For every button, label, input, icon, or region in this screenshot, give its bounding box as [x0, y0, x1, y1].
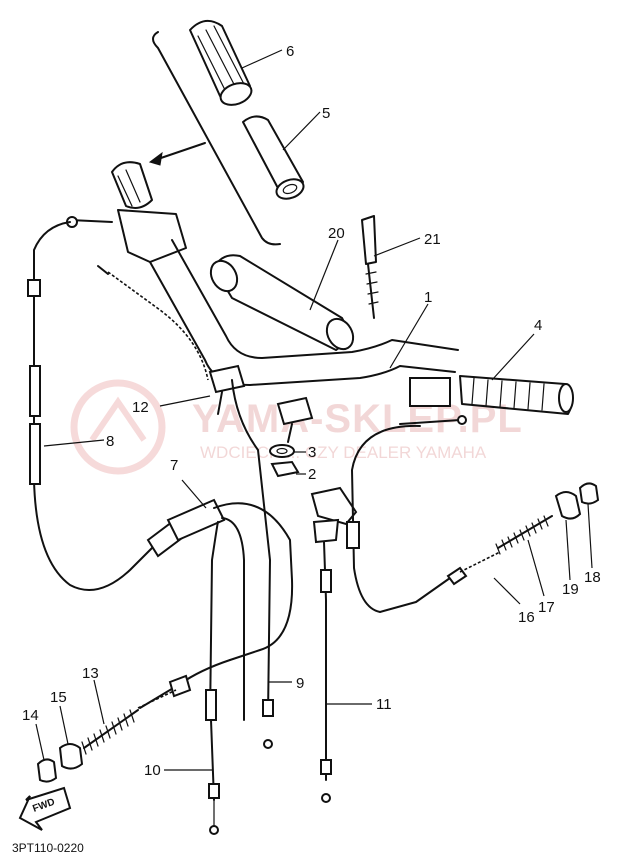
reference-code: 3PT110-0220: [12, 841, 84, 855]
part-label-11: 11: [376, 696, 392, 713]
detail-callout-arrowhead: [148, 151, 163, 166]
cable-12: [97, 265, 209, 381]
grip-6: [189, 19, 253, 106]
part-label-16: 16: [518, 609, 535, 626]
part-label-9: 9: [296, 675, 304, 692]
part-label-3: 3: [308, 444, 316, 461]
part-label-5: 5: [322, 105, 330, 122]
watermark: YAMA-SKLEP.PL WDCIECH ... CZY DEALER YAM…: [70, 379, 522, 475]
holder-upper: [208, 364, 314, 443]
leader-lines: [35, 49, 593, 771]
fwd-arrow-icon: FWD: [18, 786, 72, 831]
part-label-7: 7: [170, 457, 178, 474]
detail-callout-arrow: [154, 142, 206, 161]
cable-11: [310, 486, 358, 803]
part-label-12: 12: [132, 399, 149, 416]
part-label-6: 6: [286, 43, 294, 60]
part-label-14: 14: [22, 707, 39, 724]
watermark-logo-ring: [70, 379, 166, 475]
part-label-20: 20: [328, 225, 345, 242]
part-label-21: 21: [424, 231, 441, 248]
cable-13: [81, 659, 231, 755]
cap-19: [554, 491, 582, 520]
cable-8: [27, 221, 192, 591]
left-grip-assembly: [66, 161, 187, 263]
part-label-17: 17: [538, 599, 555, 616]
part-label-19: 19: [562, 581, 579, 598]
part-label-10: 10: [144, 762, 161, 779]
detail-callout-bracket: [152, 31, 281, 246]
cable-16: [346, 415, 501, 613]
cable-7-junction: [166, 498, 294, 721]
cap-18: [578, 482, 600, 505]
part-label-18: 18: [584, 569, 601, 586]
watermark-logo-mark: [89, 396, 147, 442]
part-label-4: 4: [534, 317, 542, 334]
cable-10: [205, 689, 220, 835]
part-label-8: 8: [106, 433, 114, 450]
part-label-2: 2: [308, 466, 316, 483]
nut-2: [270, 460, 300, 478]
part-label-1: 1: [424, 289, 432, 306]
cap-14: [36, 758, 58, 783]
spring-17: [495, 515, 553, 555]
handlebar-1: [149, 239, 459, 407]
right-grip-4: [459, 375, 574, 415]
cable-9: [231, 379, 274, 749]
holder-3: [269, 444, 295, 458]
grip-foam-20: [209, 254, 355, 351]
part-labels: 6 5 20 21 1 4 12 8 3 2 7 9 11 10 13 15 1…: [22, 43, 601, 779]
part-label-13: 13: [82, 665, 99, 682]
watermark-sub-text: WDCIECH ... CZY DEALER YAMAHA: [200, 443, 487, 462]
bolt-21: [361, 215, 379, 319]
grip-sleeve-5: [242, 115, 305, 200]
cap-15: [58, 743, 84, 770]
part-label-15: 15: [50, 689, 67, 706]
